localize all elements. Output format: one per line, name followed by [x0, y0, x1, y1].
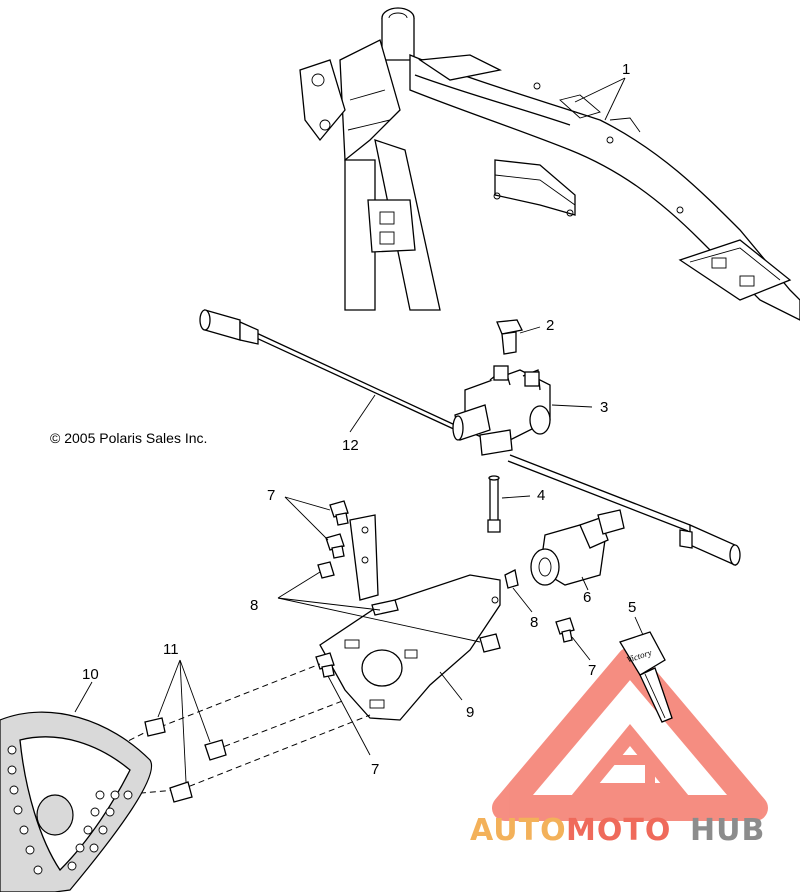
switch-cover [0, 681, 153, 892]
callout-9: 9 [466, 704, 474, 721]
lock-cable [199, 309, 741, 567]
callout-6: 6 [583, 589, 591, 606]
callout-12: 12 [342, 437, 359, 454]
callout-7c: 7 [588, 662, 596, 679]
bolt-2 [496, 319, 541, 355]
callout-11: 11 [163, 641, 179, 658]
cover-perforations [7, 745, 133, 875]
callout-5: 5 [628, 599, 636, 616]
ignition-key: Victory [619, 616, 673, 723]
callout-4: 4 [537, 487, 545, 504]
watermark-moto: MOTO [566, 813, 671, 848]
pin-4 [487, 475, 531, 533]
clips-11 [144, 659, 227, 803]
clips-8 [277, 561, 533, 653]
callout-7b: 7 [371, 761, 379, 778]
copyright-text: © 2005 Polaris Sales Inc. [50, 430, 207, 446]
screw-7-right [555, 617, 591, 661]
watermark-auto: AUTO [470, 813, 567, 848]
callout-8b: 8 [530, 614, 538, 631]
screws-7-upper [284, 496, 349, 559]
callout-2: 2 [546, 317, 554, 334]
screw-7-lower [315, 652, 371, 756]
watermark-text: AUTO MOTO HUB [470, 813, 765, 848]
watermark-hub: HUB [690, 813, 765, 848]
callout-8a: 8 [250, 597, 258, 614]
callout-10: 10 [82, 666, 99, 683]
mount-bracket [319, 514, 501, 721]
callout-1: 1 [622, 61, 630, 78]
frame-assembly [299, 7, 800, 321]
ignition-switch [530, 509, 625, 591]
watermark-logo [492, 647, 768, 821]
lock-housing [452, 365, 593, 456]
callout-3: 3 [600, 399, 608, 416]
callout-7a: 7 [267, 487, 275, 504]
